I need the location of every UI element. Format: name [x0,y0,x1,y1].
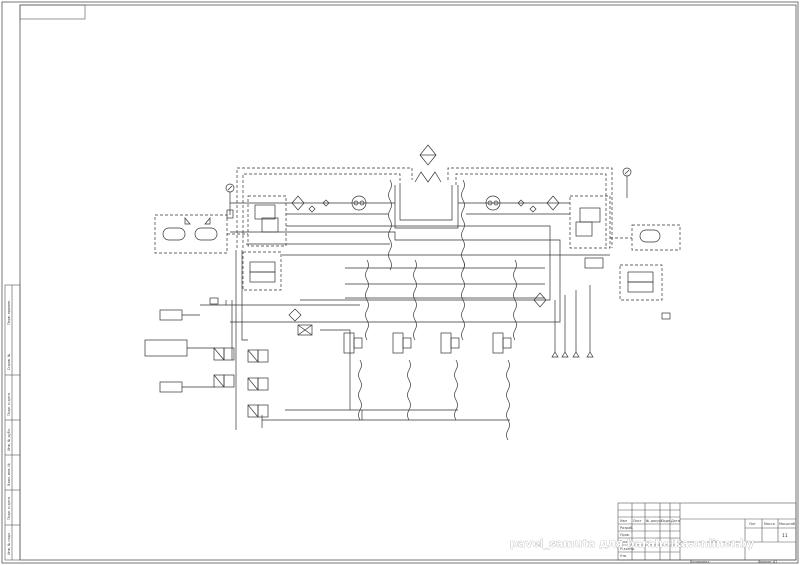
side-label-3: Взам. инв. № [7,463,11,486]
schematic [144,144,681,441]
output-terminals [551,285,594,358]
col-label-scale: Масштаб [779,522,795,526]
col-label-lit: Лит [749,522,756,526]
sheet-number: 11 [782,533,788,539]
format-label: Формат А1 [758,560,777,564]
pressure-lines [230,202,570,323]
side-label-7: Перв. примен. [7,300,11,325]
role-8: Т.контр. [619,540,635,544]
accumulators [162,195,661,243]
col-label-mass: Масса [764,522,775,526]
valve-blocks [249,204,654,336]
watermark: pavel_samuta для baraholka.onliner.by [510,537,754,550]
side-label-1: Инв. № подл. [7,532,11,555]
copied-label: Копировал [690,560,709,564]
actuators-left [144,250,269,430]
distribution-bars [282,254,610,299]
title-block-text: Лит Масса Масштаб 11 Изм Лист № докум. П… [619,519,795,558]
side-label-2: Подп. и дата [7,497,11,520]
filters [288,195,560,322]
gauges [225,167,632,219]
role-4: Подп. [661,519,671,523]
connectors [200,297,671,320]
role-6: Разраб. [620,526,633,530]
side-stamp [4,284,21,561]
drain-lines [154,167,681,301]
hoses [358,179,517,441]
role-7: Пров. [620,533,630,537]
side-label-4: Инв. № дубл. [7,428,11,451]
side-label-6: Справ. № [7,353,11,370]
brake-cylinders [343,332,512,354]
role-1: Изм [620,519,627,523]
role-9: Н.контр. [620,547,635,551]
role-5: Дата [671,519,680,523]
role-10: Утв. [620,554,627,558]
role-2: Лист [633,519,642,523]
role-3: № докум. [646,519,663,523]
side-stamp-labels: Инв. № подл. Подп. и дата Взам. инв. № И… [7,300,11,555]
return-lines [261,329,510,428]
title-block [617,502,797,561]
central-block [394,144,459,229]
side-label-5: Подп. и дата [7,393,11,416]
